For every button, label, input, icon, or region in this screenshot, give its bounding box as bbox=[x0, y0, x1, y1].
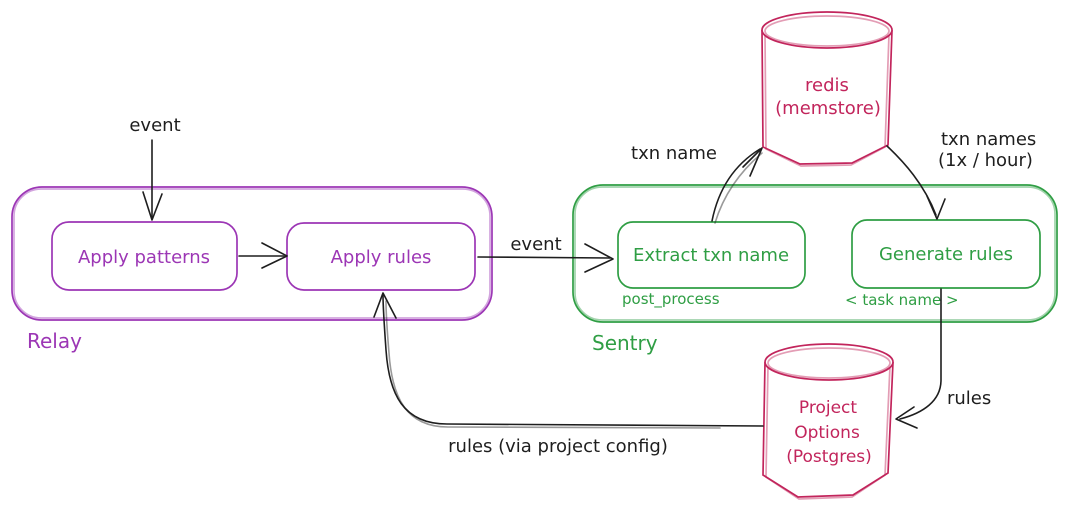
edge-rules-via-project-config-sketch-line bbox=[385, 300, 721, 429]
sentry-container-sketch-line bbox=[574, 186, 1056, 321]
project-options-cylinder-body bbox=[762, 361, 894, 498]
edge-rules-label: rules bbox=[947, 388, 991, 409]
edge-txn-name-arrowhead-icon bbox=[742, 147, 763, 177]
edges: event event txn name txn names (1x / hou… bbox=[129, 115, 1036, 457]
redis-label-line1: redis bbox=[805, 75, 849, 96]
relay-container-sketch-line bbox=[13, 188, 491, 319]
edge-patterns-to-rules bbox=[238, 242, 288, 269]
edge-rules-via-project-config-label: rules (via project config) bbox=[448, 436, 668, 457]
sentry-zone: Sentry Extract txn name post_process Gen… bbox=[572, 184, 1058, 355]
edge-txn-names-arrowhead-icon bbox=[926, 195, 946, 220]
extract-txn-name-label: Extract txn name bbox=[633, 245, 789, 266]
edge-txn-names-label-line1: txn names bbox=[941, 129, 1036, 150]
project-options-label-line1: Project bbox=[799, 398, 857, 418]
node-extract-txn-name: Extract txn name post_process bbox=[617, 221, 806, 309]
apply-rules-label: Apply rules bbox=[331, 247, 432, 268]
redis-datastore: redis (memstore) bbox=[761, 11, 893, 167]
project-options-cylinder-body-sketch-line bbox=[765, 365, 891, 500]
edge-event-to-sentry-line bbox=[477, 256, 611, 259]
edge-event-to-sentry-label: event bbox=[510, 234, 561, 255]
relay-zone: Relay Apply patterns Apply rules bbox=[11, 186, 493, 353]
edge-rules-via-project-config-arrowhead-icon bbox=[373, 292, 397, 319]
edge-rules-arrowhead-icon bbox=[895, 406, 918, 429]
edge-txn-name-line bbox=[711, 148, 761, 222]
edge-event-in: event bbox=[129, 115, 181, 221]
edge-event-in-label: event bbox=[129, 115, 180, 136]
edge-txn-name: txn name bbox=[631, 143, 763, 224]
redis-cylinder-body-sketch-line bbox=[764, 33, 890, 167]
redis-cylinder-top-sketch-line bbox=[764, 15, 890, 47]
generate-rules-label: Generate rules bbox=[879, 244, 1013, 265]
extract-txn-name-box bbox=[617, 221, 806, 289]
project-options-datastore: Project Options (Postgres) bbox=[762, 343, 894, 500]
node-apply-rules: Apply rules bbox=[286, 222, 476, 291]
relay-container bbox=[11, 186, 493, 321]
project-options-label-line2: Options bbox=[794, 423, 860, 443]
edge-rules-via-project-config: rules (via project config) bbox=[373, 292, 764, 457]
edge-patterns-to-rules-arrowhead-icon bbox=[261, 242, 288, 269]
extract-sublabel: post_process bbox=[622, 290, 720, 309]
redis-cylinder-body bbox=[761, 29, 893, 165]
edge-rules: rules bbox=[895, 288, 991, 429]
edge-txn-name-sketch-line bbox=[714, 152, 763, 224]
apply-patterns-label: Apply patterns bbox=[78, 247, 210, 268]
node-apply-patterns: Apply patterns bbox=[51, 221, 238, 291]
relay-zone-label: Relay bbox=[27, 329, 82, 353]
redis-cylinder-top bbox=[761, 11, 893, 49]
edge-event-to-sentry: event bbox=[477, 234, 614, 273]
edge-txn-names-label-line2: (1x / hour) bbox=[938, 150, 1033, 171]
project-options-cylinder-top bbox=[764, 343, 894, 381]
edge-txn-names: txn names (1x / hour) bbox=[886, 129, 1036, 220]
sentry-zone-label: Sentry bbox=[592, 331, 658, 355]
edge-rules-line bbox=[899, 288, 942, 420]
edge-txn-names-line bbox=[886, 145, 937, 216]
edge-rules-via-project-config-line bbox=[382, 294, 764, 427]
edge-event-in-arrowhead-icon bbox=[142, 191, 163, 221]
redis-label-line2: (memstore) bbox=[775, 98, 881, 119]
node-generate-rules: Generate rules < task name > bbox=[845, 219, 1041, 309]
project-options-cylinder-top-sketch-line bbox=[767, 347, 891, 379]
project-options-label-line3: (Postgres) bbox=[786, 447, 872, 467]
edge-event-to-sentry-arrowhead-icon bbox=[584, 243, 614, 273]
generate-rules-box bbox=[851, 219, 1041, 289]
sentry-container bbox=[572, 184, 1058, 323]
apply-patterns-box bbox=[51, 221, 238, 291]
generate-sublabel: < task name > bbox=[845, 291, 959, 309]
edge-txn-name-label: txn name bbox=[631, 143, 717, 164]
